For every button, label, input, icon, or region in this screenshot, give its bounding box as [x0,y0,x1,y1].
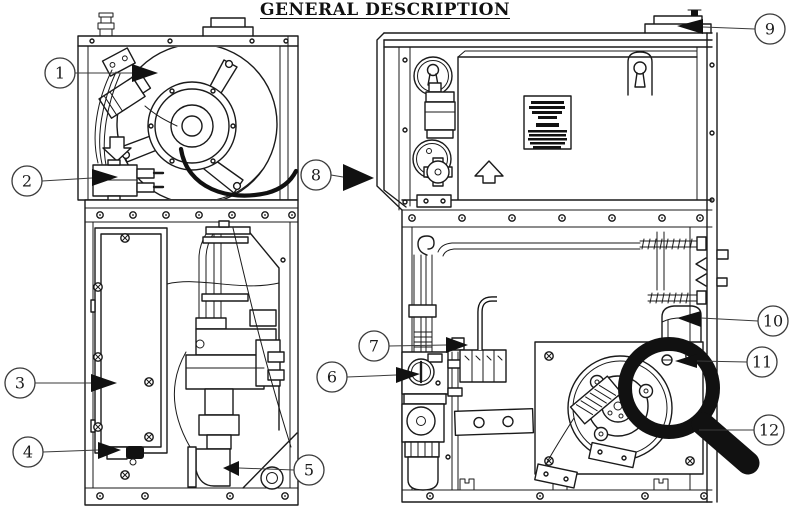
gas-valve-assembly-left [106,220,292,488]
ignition-connector [101,47,136,77]
callout-10-number: 10 [763,312,783,331]
callouts: 1 2 3 4 [4,13,789,486]
callout-12-number: 12 [759,421,779,440]
left-unit-drawing [77,12,299,506]
callout-2: 2 [11,165,118,197]
callout-8: 8 [300,159,374,191]
callout-1-number: 1 [55,64,65,83]
keyhole-slot [627,51,653,96]
callout-6-number: 6 [327,368,337,387]
blower-assembly [98,47,278,199]
ports-and-cylinder [412,56,456,208]
callout-3-number: 3 [15,374,25,393]
sensing-screw [661,354,673,366]
upper-compartment-cabinet [376,9,718,503]
burner-assembly [451,296,535,437]
airflow-up-arrow-icon [474,160,504,184]
caution-label [523,95,572,150]
callout-9: 9 [677,13,786,45]
callout-10: 10 [677,305,789,337]
callout-5-number: 5 [304,461,314,480]
airflow-down-arrow-icon [102,136,132,162]
callout-5: 5 [223,454,325,486]
gas-valve-assembly-right [401,235,463,491]
callout-2-number: 2 [22,172,32,191]
callout-9-number: 9 [765,20,775,39]
page-title: GENERAL DESCRIPTION [260,0,510,20]
heat-exchanger-panel [90,227,168,480]
capacitor-box [98,74,152,119]
callout-4-number: 4 [23,443,33,462]
callout-8-number: 8 [311,166,321,185]
callout-7-number: 7 [369,337,379,356]
callout-3: 3 [4,367,117,399]
callout-7: 7 [358,330,468,362]
callout-4: 4 [12,436,121,468]
callout-1: 1 [44,57,158,89]
tubing-and-rods [437,231,707,305]
drain-elbow [187,446,231,488]
inducer-blower [534,341,704,489]
top-gas-fitting [97,12,115,37]
callout-12: 12 [699,414,785,446]
callout-11: 11 [675,346,778,378]
callout-6: 6 [316,361,420,393]
duct-collar-left [202,17,254,37]
callout-11-number: 11 [752,353,772,372]
limit-switch [106,446,144,466]
wiring-harness [94,69,299,198]
right-unit-drawing [376,9,729,503]
